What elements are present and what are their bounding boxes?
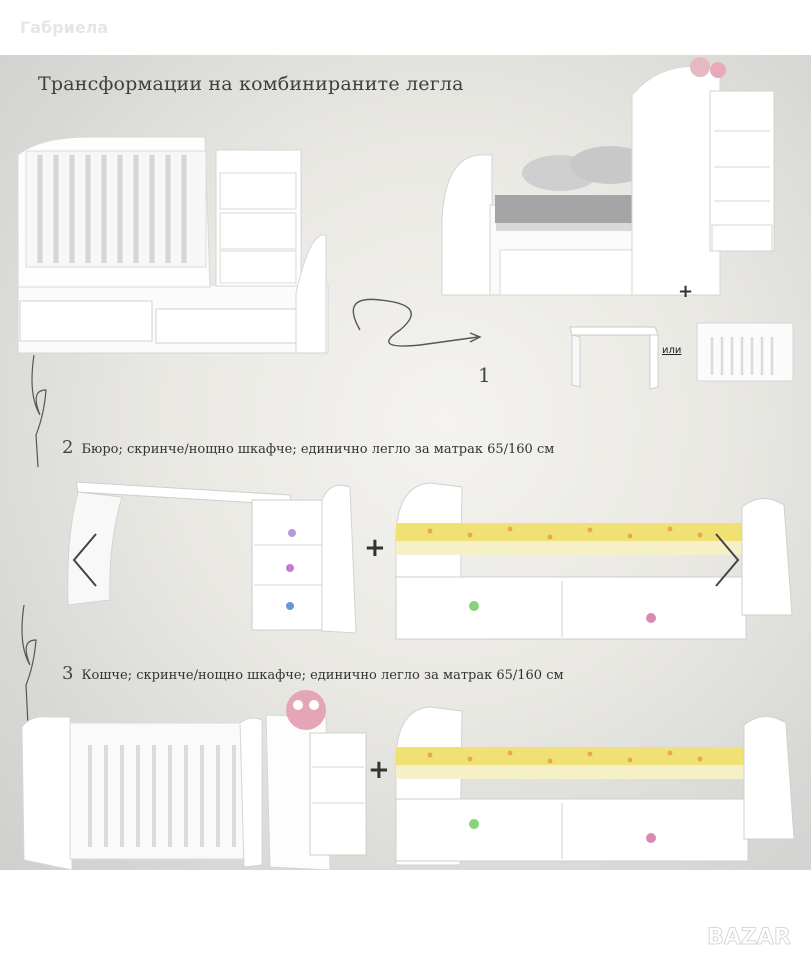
combined-cot-image bbox=[17, 136, 329, 354]
cot-small-image bbox=[21, 716, 263, 870]
or-label: или bbox=[662, 345, 682, 356]
furniture-illustration bbox=[17, 57, 795, 870]
product-photo: Трансформации на комбинираните легла 1 +… bbox=[0, 55, 811, 870]
watermark-text: BAZAR bbox=[707, 925, 791, 950]
page-title: Трансформации на комбинираните легла bbox=[38, 73, 464, 95]
step-2-number: 2 bbox=[62, 437, 74, 458]
single-bed-yellow-image bbox=[395, 482, 793, 640]
seller-name: Габриела bbox=[20, 18, 109, 37]
step-1-number: 1 bbox=[478, 363, 491, 387]
chevron-left-icon bbox=[72, 533, 97, 587]
step-3-text: Кошче; скринче/нощно шкафче; единично ле… bbox=[81, 668, 564, 683]
desk-thumbnail bbox=[569, 326, 659, 390]
single-bed-yellow-bottom-image bbox=[395, 706, 795, 866]
step-3-number: 3 bbox=[62, 663, 74, 684]
plus-sign-2: + bbox=[364, 533, 386, 563]
desk-and-chest-image bbox=[67, 481, 357, 634]
cot-thumbnail bbox=[696, 322, 794, 382]
plus-sign-3: + bbox=[368, 755, 390, 785]
step-2-text: Бюро; скринче/нощно шкафче; единично лег… bbox=[81, 442, 555, 457]
bazar-logo-icon: BAZAR bbox=[707, 925, 792, 951]
step-2-caption: 2 Бюро; скринче/нощно шкафче; единично ле… bbox=[62, 437, 554, 458]
step-3-caption: 3 Кошче; скринче/нощно шкафче; единично л… bbox=[62, 663, 564, 684]
chevron-right-icon bbox=[715, 533, 740, 587]
bazar-watermark: BAZAR bbox=[697, 914, 801, 956]
next-image-button[interactable] bbox=[710, 530, 744, 590]
chest-with-toy-image bbox=[265, 690, 367, 870]
prev-image-button[interactable] bbox=[68, 530, 102, 590]
junior-bed-image bbox=[441, 57, 775, 296]
plus-sign-1: + bbox=[678, 281, 694, 302]
